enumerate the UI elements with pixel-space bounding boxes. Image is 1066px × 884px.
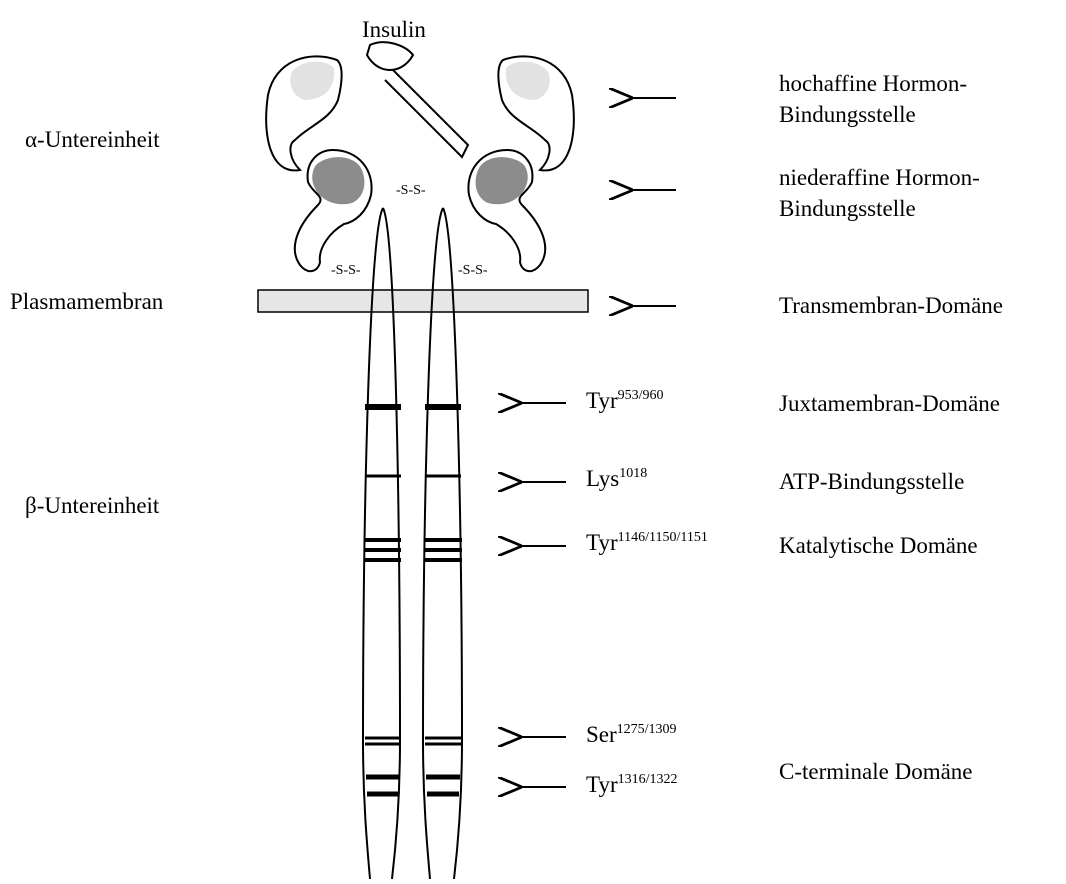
site-ser-1275: Ser1275/1309: [586, 722, 677, 748]
site-number: 953/960: [618, 388, 664, 403]
high-affinity-line-2: Bindungsstelle: [779, 99, 967, 130]
low-affinity-label: niederaffine Hormon- Bindungsstelle: [779, 162, 980, 224]
disulfide-left: -S-S-: [331, 263, 361, 278]
residue-bands: [364, 407, 462, 794]
low-affinity-line-2: Bindungsstelle: [779, 193, 980, 224]
high-affinity-label: hochaffine Hormon- Bindungsstelle: [779, 68, 967, 130]
site-number: 1316/1322: [618, 772, 678, 787]
catalytic-label: Katalytische Domäne: [779, 530, 978, 561]
site-number: 1275/1309: [617, 722, 677, 737]
site-number: 1146/1150/1151: [618, 530, 708, 545]
arrows: [520, 98, 676, 787]
low-affinity-line-1: niederaffine Hormon-: [779, 162, 980, 193]
site-residue: Tyr: [586, 388, 618, 413]
site-tyr-1146: Tyr1146/1150/1151: [586, 530, 708, 556]
high-affinity-site-left: [290, 62, 334, 100]
site-tyr-1316: Tyr1316/1322: [586, 772, 678, 798]
high-affinity-site-right: [506, 62, 550, 100]
disulfide-right: -S-S-: [458, 263, 488, 278]
insulin-label: Insulin: [362, 14, 426, 45]
beta-subunit-label: β-Untereinheit: [25, 490, 159, 521]
site-residue: Tyr: [586, 530, 618, 555]
alpha-subunit-label: α-Untereinheit: [25, 124, 160, 155]
juxtamembrane-label: Juxtamembran-Domäne: [779, 388, 1000, 419]
site-residue: Lys: [586, 466, 619, 491]
transmembrane-label: Transmembran-Domäne: [779, 290, 1003, 321]
c-terminal-label: C-terminale Domäne: [779, 756, 973, 787]
high-affinity-line-1: hochaffine Hormon-: [779, 68, 967, 99]
plasma-membrane: [258, 290, 588, 312]
disulfide-center: -S-S-: [396, 183, 426, 198]
atp-binding-label: ATP-Bindungsstelle: [779, 466, 964, 497]
insulin-molecule: [367, 42, 468, 157]
site-residue: Ser: [586, 722, 617, 747]
site-number: 1018: [619, 466, 647, 481]
site-lys-1018: Lys1018: [586, 466, 647, 492]
site-tyr-953: Tyr953/960: [586, 388, 664, 414]
membrane-label: Plasmamembran: [10, 286, 163, 317]
site-residue: Tyr: [586, 772, 618, 797]
